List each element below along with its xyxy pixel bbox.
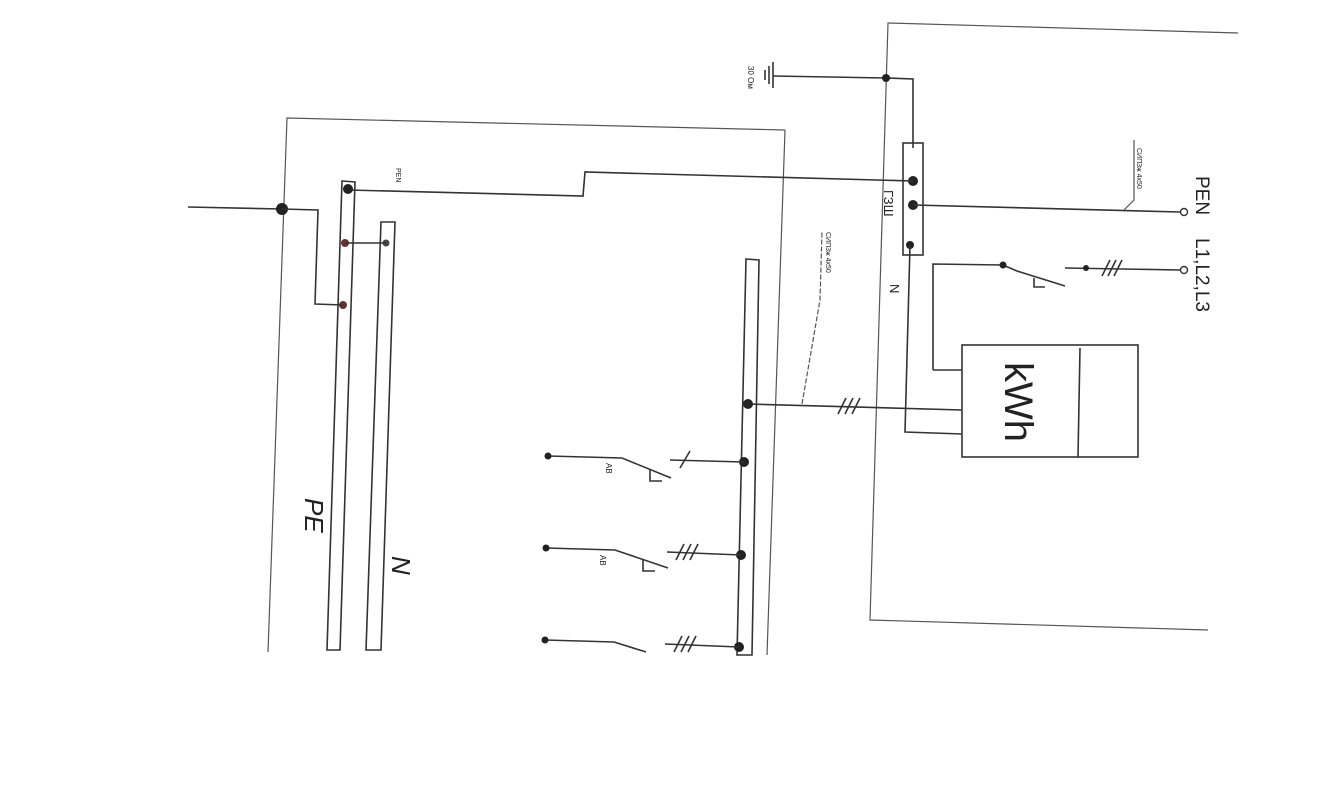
ground-icon — [764, 62, 774, 88]
n-bus-bar — [365, 221, 396, 651]
meter-label: kWh — [996, 362, 1040, 442]
breaker-label: АВ — [604, 463, 613, 474]
input-cable-leader — [1123, 140, 1135, 211]
pe-bus-bar — [326, 180, 356, 651]
distribution-board-outline — [267, 117, 786, 653]
main-switch-icon — [932, 261, 1066, 370]
gzsh-label: ГЗШ — [881, 190, 896, 217]
three-phase-tick-icon — [1101, 259, 1123, 277]
pen-wire — [347, 171, 914, 197]
input-pen-wire — [912, 204, 1181, 213]
input-phase-wire — [1064, 267, 1181, 271]
three-phase-tick-icon — [837, 397, 861, 415]
n-bus-handwritten-label: N — [386, 556, 416, 575]
input-pen-label: PEN — [1191, 176, 1212, 215]
energy-meter — [961, 344, 1139, 458]
neutral-label: N — [887, 284, 902, 293]
breaker-1: АВ — [544, 450, 749, 482]
ground-resistance-label: 30 Ом — [746, 66, 755, 89]
junction-dot — [1083, 265, 1089, 271]
gzsh-terminal-block — [902, 142, 924, 256]
metering-enclosure-outline — [869, 22, 1239, 631]
breaker-3 — [541, 635, 744, 653]
pen-bus-label: PEN — [394, 168, 401, 182]
input-phase-label: L1,L2,L3 — [1191, 238, 1212, 312]
input-cable-label: СИП3ж 4х50 — [1135, 148, 1142, 189]
pe-bus-handwritten-label: PE — [299, 498, 329, 533]
feeder-cable-leader — [801, 231, 823, 405]
input-terminal — [1179, 265, 1189, 275]
pe-incoming-wire — [187, 206, 283, 210]
feeder-cable-label: СИП3ж 4х50 — [824, 232, 831, 273]
breaker-2: АВ — [542, 543, 746, 572]
neutral-wire — [904, 244, 963, 435]
ground-wire — [772, 75, 914, 148]
pe-jumper-wire — [281, 208, 344, 306]
distribution-board-right-edge — [766, 129, 786, 656]
input-terminal — [1179, 207, 1189, 217]
bus-connection-dot — [343, 184, 353, 194]
bus-connection-dot — [743, 399, 753, 409]
breaker-label: АВ — [598, 555, 607, 566]
junction-dot — [882, 74, 890, 82]
phase-bus-bar — [736, 258, 760, 656]
meter-divider — [1077, 347, 1081, 458]
